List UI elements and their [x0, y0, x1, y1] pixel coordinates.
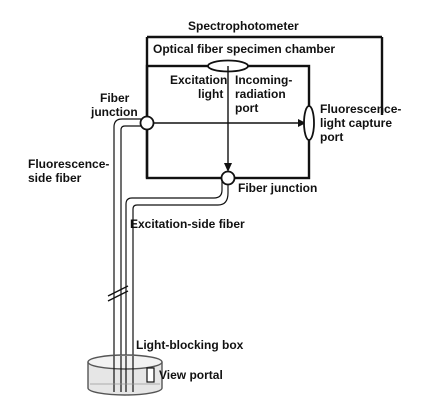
- incoming-port-label-line3: port: [235, 101, 258, 115]
- fluorescence-capture-port: [303, 105, 315, 141]
- incoming-port-label-line2: radiation: [235, 87, 286, 101]
- excitation-arrowhead: [224, 163, 232, 172]
- capture-port-label-line3: port: [320, 130, 343, 144]
- fiber-break-mark: [107, 285, 129, 302]
- excitation-fiber-label: Excitation-side fiber: [130, 217, 245, 231]
- fiber-junction-left-label-line1: Fiber: [100, 91, 130, 105]
- fiber-junction-left-label-line2: junction: [90, 105, 138, 119]
- specimen-chamber-label: Optical fiber specimen chamber: [153, 42, 335, 56]
- capture-port-label-line1: Fluorescence-: [320, 102, 401, 116]
- view-portal-label: View portal: [159, 368, 223, 382]
- light-blocking-box-label: Light-blocking box: [136, 338, 244, 352]
- fiber-junction-left: [139, 115, 155, 131]
- excitation-light-label-line1: Excitation: [170, 73, 227, 87]
- incoming-port-label-line1: Incoming-: [235, 73, 292, 87]
- light-blocking-box: [87, 354, 163, 396]
- fluorescence-fiber-label-line2: side fiber: [28, 171, 82, 185]
- fiber-junction-bottom: [220, 170, 236, 186]
- view-portal-window: [146, 367, 155, 383]
- capture-port-label-line2: light capture: [320, 116, 392, 130]
- excitation-side-fiber: [125, 178, 229, 384]
- fluorescence-fiber-label-line1: Fluorescence-: [28, 157, 109, 171]
- fluorescence-side-fiber: [113, 118, 141, 384]
- fluorescence-arrowhead: [298, 119, 306, 127]
- fiber-junction-bottom-label: Fiber junction: [238, 181, 317, 195]
- spectrophotometer-label: Spectrophotometer: [188, 19, 299, 33]
- excitation-light-label-line2: light: [198, 87, 223, 101]
